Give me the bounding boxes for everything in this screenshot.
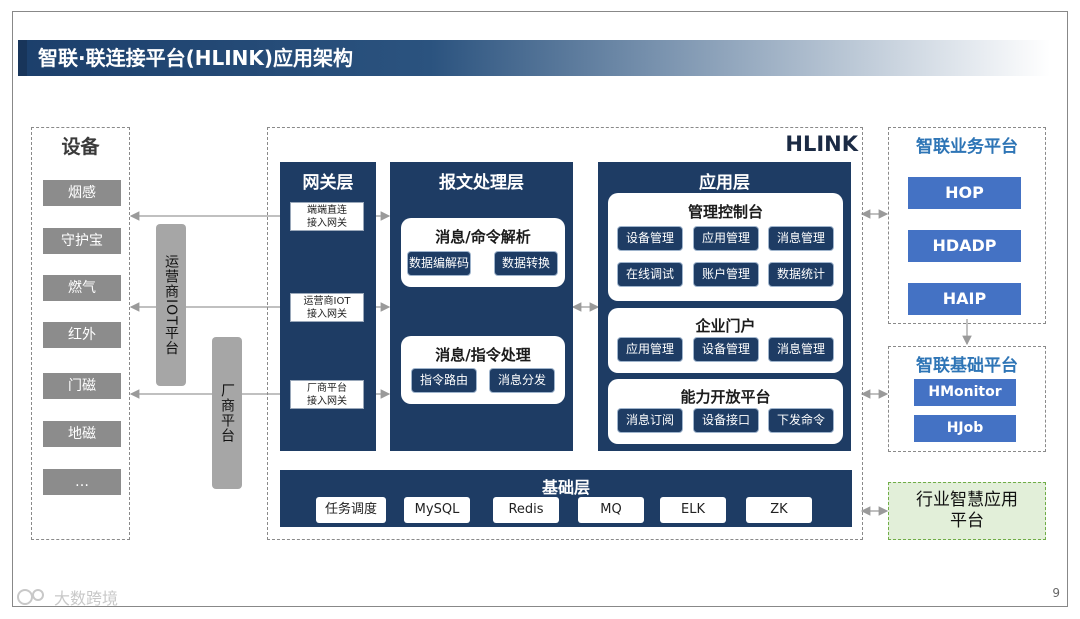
gateway-vendor: 厂商平台 接入网关 [290,380,364,409]
business-platform-group [888,127,1046,324]
device-gas: 燃气 [43,275,121,301]
open-platform-title: 能力开放平台 [680,388,771,406]
operator-iot-platform: 运营商IOT平台 [156,224,186,386]
base-mq: MQ [578,497,644,523]
device-group-title: 设备 [61,136,100,158]
console-app-mgmt: 应用管理 [693,226,759,251]
watermark: 大数跨境 [16,586,156,608]
watermark-logo-icon [17,589,44,605]
hop-item: HOP [908,177,1021,209]
open-device-api: 设备接口 [693,408,759,433]
base-scheduler: 任务调度 [316,497,386,523]
open-subscribe: 消息订阅 [617,408,683,433]
portal-title: 企业门户 [695,317,756,335]
title-accent [18,40,27,76]
gateway-layer-title: 网关层 [302,173,354,193]
slide-frame [12,11,1068,607]
title-bar [18,40,1050,76]
console-account-mgmt: 账户管理 [693,262,759,287]
base-mysql: MySQL [404,497,470,523]
message-layer-title: 报文处理层 [439,173,524,193]
device-more: … [43,469,121,495]
console-debug: 在线调试 [617,262,683,287]
base-redis: Redis [493,497,559,523]
device-group [31,127,130,540]
hlink-label: HLINK [785,132,858,156]
industry-platform: 行业智慧应用 平台 [888,482,1046,540]
portal-device-mgmt: 设备管理 [693,337,759,362]
parse-title: 消息/命令解析 [435,228,531,246]
app-layer-title: 应用层 [699,173,750,193]
console-title: 管理控制台 [687,203,763,221]
console-msg-mgmt: 消息管理 [768,226,834,251]
vendor-platform: 厂商平台 [212,337,242,489]
business-platform-title: 智联业务平台 [916,137,1018,157]
hlink-container [267,127,863,540]
hjob-item: HJob [914,415,1016,442]
portal-msg-mgmt: 消息管理 [768,337,834,362]
base-platform-title: 智联基础平台 [916,356,1018,376]
watermark-text: 大数跨境 [54,589,119,608]
console-stats: 数据统计 [768,262,834,287]
codec-item: 数据编解码 [407,251,471,276]
device-smoke: 烟感 [43,180,121,206]
device-guardian: 守护宝 [43,228,121,254]
device-infrared: 红外 [43,322,121,348]
haip-item: HAIP [908,283,1021,315]
page-title: 智联·联连接平台(HLINK)应用架构 [38,46,354,70]
open-send-command: 下发命令 [768,408,834,433]
device-geomagnetic: 地磁 [43,421,121,447]
gateway-direct: 端端直连 接入网关 [290,202,364,231]
portal-app-mgmt: 应用管理 [617,337,683,362]
process-title: 消息/指令处理 [435,346,531,364]
dispatch-item: 消息分发 [489,368,555,393]
device-door: 门磁 [43,373,121,399]
base-elk: ELK [660,497,726,523]
hmonitor-item: HMonitor [914,379,1016,406]
base-layer-title: 基础层 [541,478,590,497]
base-zk: ZK [746,497,812,523]
hdadp-item: HDADP [908,230,1021,262]
message-layer [390,162,573,451]
routing-item: 指令路由 [411,368,477,393]
console-device-mgmt: 设备管理 [617,226,683,251]
convert-item: 数据转换 [494,251,558,276]
page-number: 9 [1052,586,1060,600]
gateway-operator-iot: 运营商IOT 接入网关 [290,293,364,322]
base-platform-group [888,346,1046,452]
